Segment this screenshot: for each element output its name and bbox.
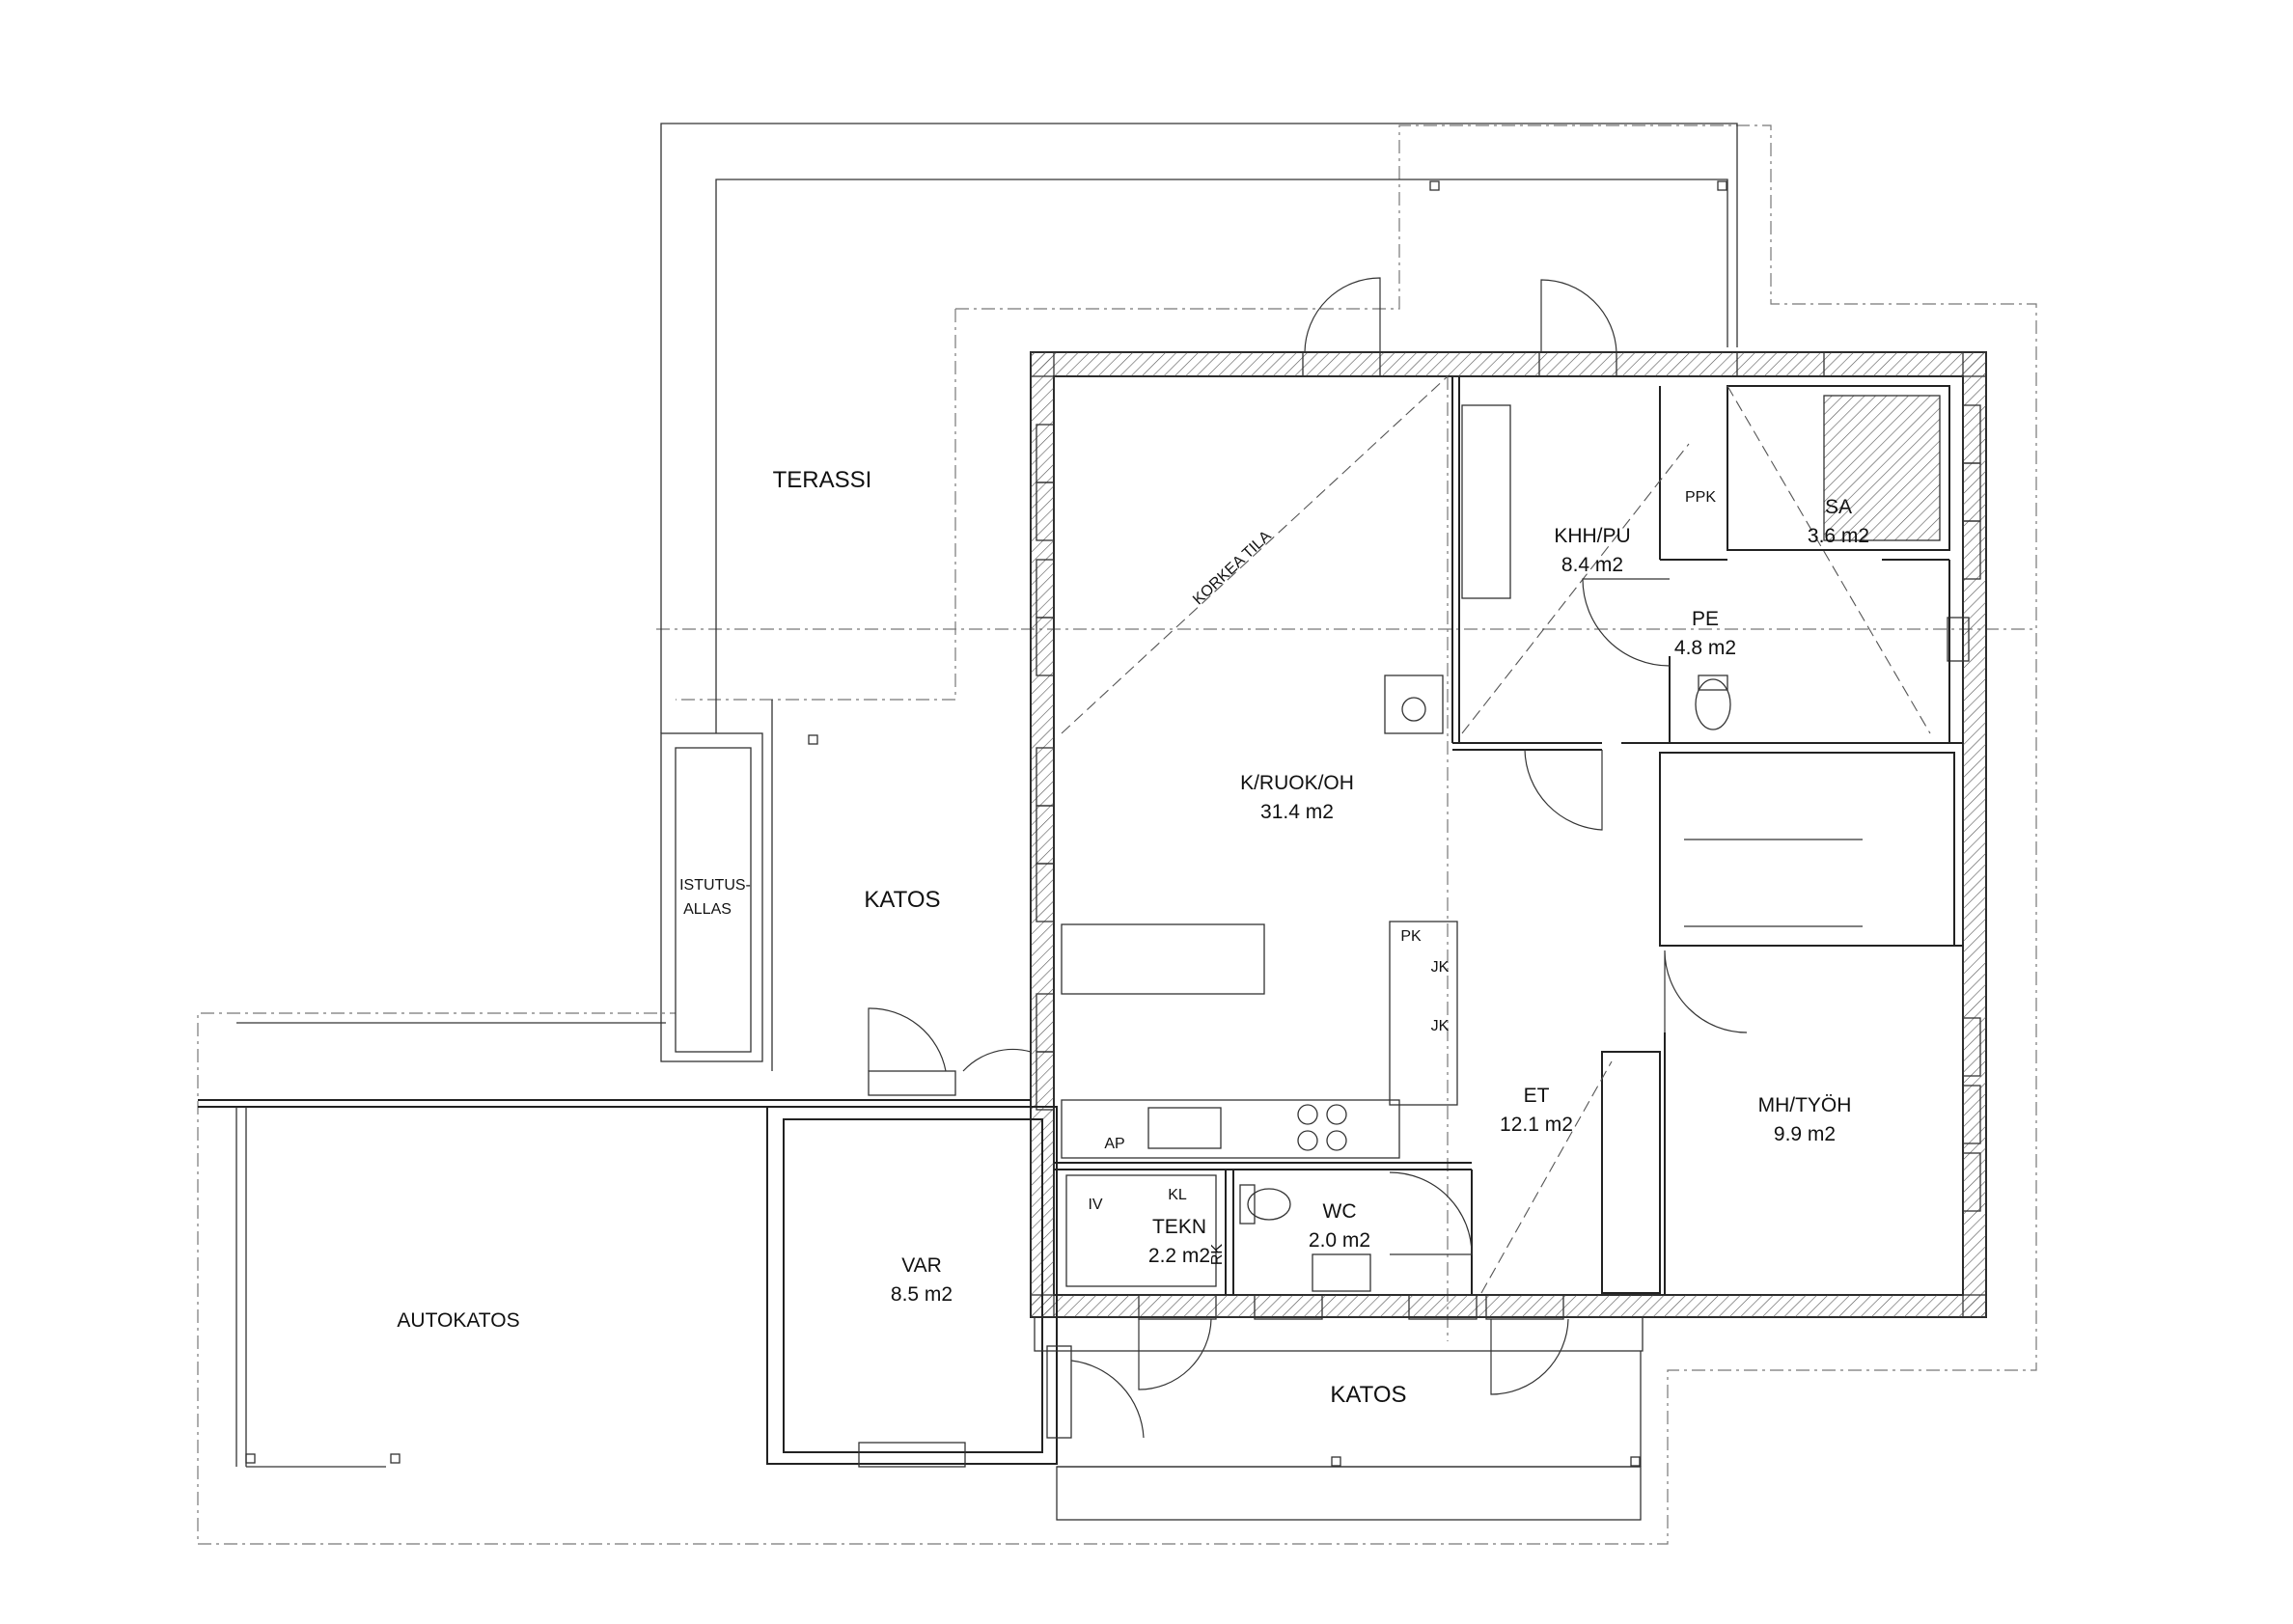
bathroom-fixtures (1695, 674, 1731, 730)
terrace-outline (660, 123, 1738, 733)
label-et-area: 12.1 m2 (1500, 1114, 1573, 1136)
label-allas: ALLAS (683, 901, 732, 918)
label-jk1: JK (1431, 959, 1450, 976)
windows-right (1947, 404, 1981, 1212)
label-pk: PK (1400, 928, 1422, 945)
label-var: VAR (901, 1254, 942, 1277)
label-kruokoh: K/RUOK/OH (1240, 772, 1354, 794)
katos-left-structure (771, 700, 1032, 1096)
label-tekn-area: 2.2 m2 (1148, 1245, 1210, 1267)
kitchen-fixtures (1061, 404, 1511, 1159)
katos-bottom-structure (1034, 1294, 1644, 1521)
label-jk2: JK (1431, 1018, 1450, 1034)
exterior-walls (1030, 351, 1987, 1318)
fixture-labels: PPK PK JK JK AP IV KL RK (1088, 489, 1716, 1265)
label-tekn: TEKN (1152, 1216, 1206, 1238)
label-khhpu-area: 8.4 m2 (1561, 554, 1623, 576)
planter-box (660, 732, 763, 1062)
label-et: ET (1524, 1085, 1550, 1107)
high-space-marker (1061, 375, 1931, 1294)
label-kruokoh-area: 31.4 m2 (1260, 801, 1334, 823)
label-khhpu: KHH/PU (1554, 525, 1630, 547)
label-wc-area: 2.0 m2 (1309, 1229, 1370, 1252)
label-kl: KL (1168, 1187, 1187, 1203)
label-sa-area: 3.6 m2 (1808, 525, 1869, 547)
label-katos-left: KATOS (864, 887, 940, 913)
label-mhtyoh: MH/TYÖH (1758, 1094, 1852, 1116)
label-mhtyoh-area: 9.9 m2 (1774, 1123, 1836, 1145)
carport-structure (198, 1022, 1058, 1468)
roof-outline (197, 124, 2037, 1545)
label-wc: WC (1323, 1200, 1357, 1223)
room-labels: TERASSI KATOS ISTUTUS- ALLAS AUTOKATOS V… (397, 467, 1869, 1408)
top-doors (1302, 277, 1825, 377)
label-pe: PE (1692, 608, 1719, 630)
label-ppk: PPK (1685, 489, 1716, 506)
label-iv: IV (1088, 1197, 1102, 1213)
windows-left (1036, 424, 1055, 1111)
sauna-bench (1823, 395, 1941, 541)
label-pe-area: 4.8 m2 (1674, 637, 1736, 659)
label-rk: RK (1209, 1244, 1226, 1266)
label-sa: SA (1825, 496, 1852, 518)
label-korkea-tila: KORKEA TILA (1190, 528, 1275, 608)
label-katos-bottom: KATOS (1330, 1382, 1406, 1408)
label-var-area: 8.5 m2 (891, 1283, 953, 1306)
label-ap: AP (1104, 1136, 1124, 1152)
label-istutus: ISTUTUS- (679, 877, 751, 894)
label-autokatos: AUTOKATOS (397, 1309, 519, 1332)
wc-fixtures (1065, 1174, 1371, 1292)
interior-walls (1054, 376, 1963, 1295)
label-terassi: TERASSI (773, 467, 872, 493)
inner-doors (1389, 578, 1748, 1255)
